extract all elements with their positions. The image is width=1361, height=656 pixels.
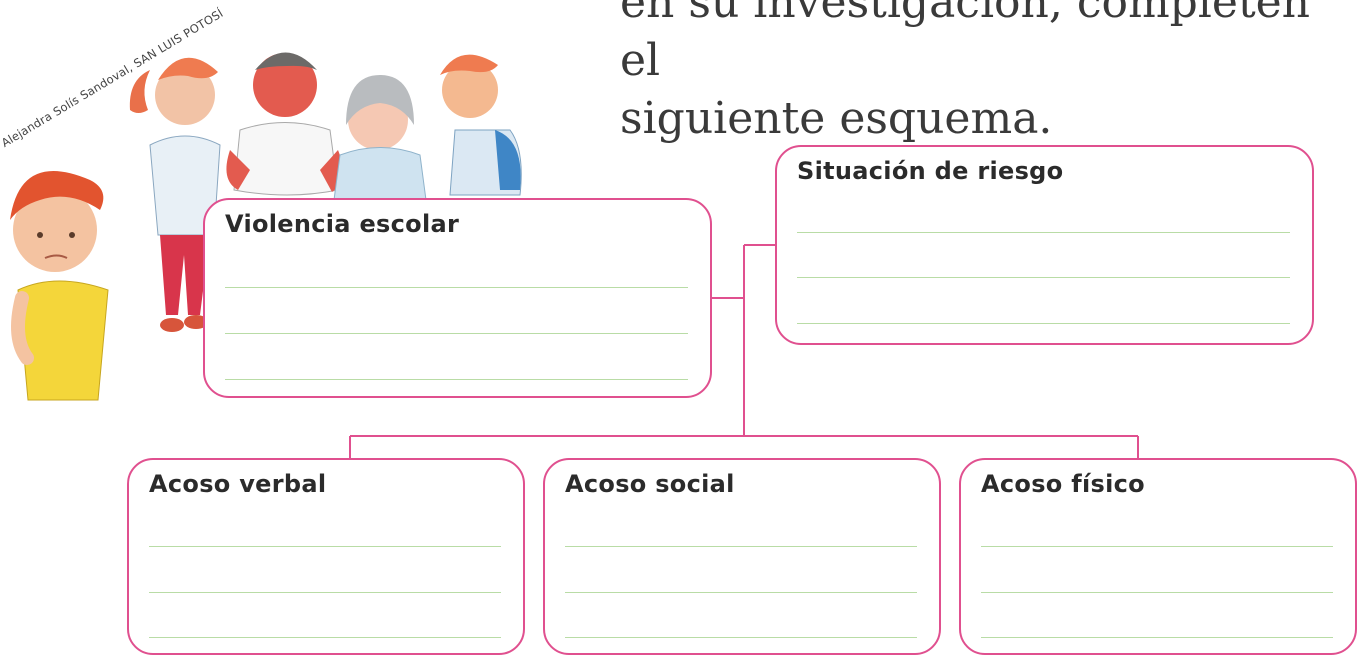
writing-line[interactable] xyxy=(565,637,917,638)
acoso-fisico-title: Acoso físico xyxy=(981,470,1145,498)
situacion-de-riesgo-title: Situación de riesgo xyxy=(797,157,1064,185)
instruction-line-1: en su investigación, completen el xyxy=(620,0,1311,86)
violencia-escolar-title: Violencia escolar xyxy=(225,210,460,238)
violencia-escolar-box: Violencia escolar xyxy=(203,198,712,398)
boy-white-shirt-figure xyxy=(226,52,343,196)
girl-figure xyxy=(129,57,221,332)
writing-line[interactable] xyxy=(981,592,1333,593)
writing-line[interactable] xyxy=(149,592,501,593)
instruction-text: en su investigación, completen el siguie… xyxy=(620,0,1340,148)
sad-boy-figure xyxy=(10,171,109,401)
writing-line[interactable] xyxy=(565,546,917,547)
instruction-line-2: siguiente esquema. xyxy=(620,93,1053,144)
writing-line[interactable] xyxy=(149,637,501,638)
writing-line[interactable] xyxy=(797,277,1290,278)
children-illustration xyxy=(10,52,522,401)
acoso-verbal-title: Acoso verbal xyxy=(149,470,327,498)
writing-line[interactable] xyxy=(225,333,688,334)
acoso-fisico-box: Acoso físico xyxy=(959,458,1357,655)
writing-line[interactable] xyxy=(225,379,688,380)
writing-line[interactable] xyxy=(797,232,1290,233)
writing-line[interactable] xyxy=(981,637,1333,638)
acoso-social-title: Acoso social xyxy=(565,470,735,498)
writing-line[interactable] xyxy=(981,546,1333,547)
acoso-verbal-box: Acoso verbal xyxy=(127,458,525,655)
situacion-de-riesgo-box: Situación de riesgo xyxy=(775,145,1314,345)
writing-line[interactable] xyxy=(565,592,917,593)
writing-line[interactable] xyxy=(797,323,1290,324)
acoso-social-box: Acoso social xyxy=(543,458,941,655)
boy-backpack-figure xyxy=(440,54,522,196)
writing-line[interactable] xyxy=(149,546,501,547)
writing-line[interactable] xyxy=(225,287,688,288)
grandma-figure xyxy=(333,75,427,201)
